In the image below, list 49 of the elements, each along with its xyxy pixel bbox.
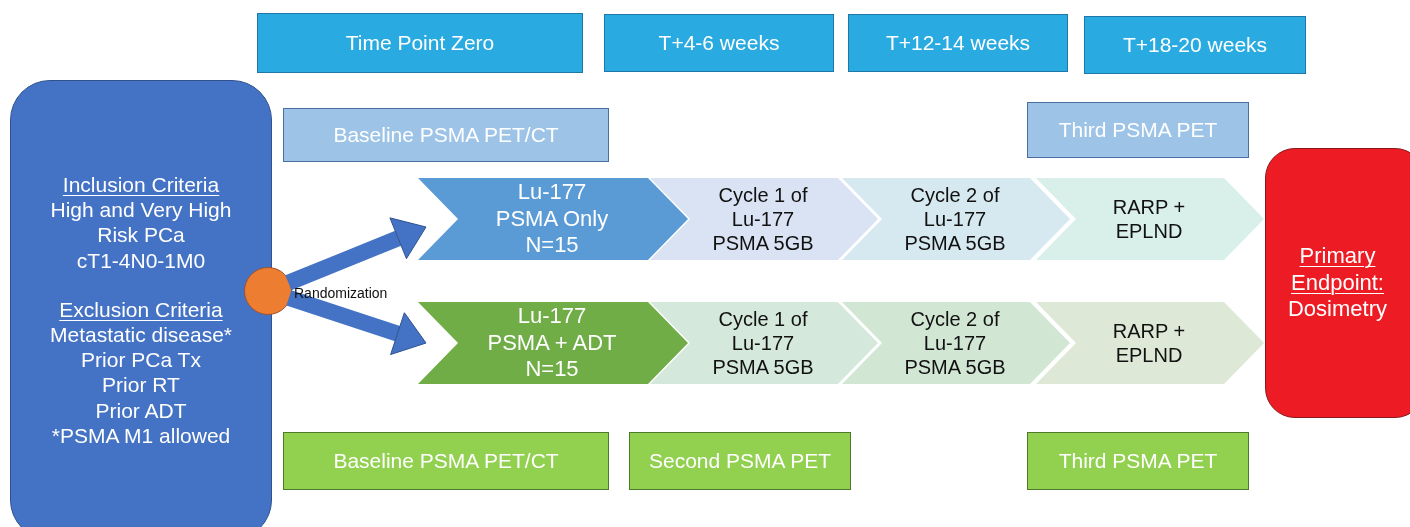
chevron-step bbox=[842, 302, 1070, 384]
label-box bbox=[1027, 102, 1249, 158]
rounded-panel bbox=[1265, 148, 1410, 418]
node-text: RARP + EPLND bbox=[1111, 195, 1187, 243]
node-text: *PSMA M1 allowed bbox=[51, 422, 231, 448]
label-box bbox=[283, 432, 609, 490]
node-text: Lu-177 PSMA + ADT N=15 bbox=[486, 303, 618, 383]
node-text: Third PSMA PET bbox=[1058, 117, 1218, 143]
node-text: T+4-6 weeks bbox=[658, 30, 780, 56]
rounded-panel bbox=[10, 80, 272, 527]
chevron-step bbox=[1036, 302, 1264, 384]
node-text: Baseline PSMA PET/CT bbox=[333, 448, 559, 474]
label-box bbox=[848, 14, 1068, 72]
node-text: Cycle 1 of Lu-177 PSMA 5GB bbox=[711, 307, 815, 379]
chevron-step bbox=[418, 302, 688, 384]
node-text: Primary Endpoint: bbox=[1290, 243, 1385, 297]
node-text: Cycle 2 of Lu-177 PSMA 5GB bbox=[903, 183, 1007, 255]
node-text: Metastatic disease* bbox=[49, 322, 233, 348]
block-arrow bbox=[285, 217, 427, 291]
chevron-step bbox=[842, 178, 1070, 260]
label-box bbox=[257, 13, 583, 73]
node-text: Dosimetry bbox=[1288, 296, 1387, 323]
node-text: Prior RT bbox=[102, 372, 180, 398]
node-text: T+18-20 weeks bbox=[1122, 32, 1268, 58]
node-text: Lu-177 PSMA Only N=15 bbox=[494, 179, 610, 259]
node-text: Prior ADT bbox=[95, 397, 187, 423]
beside-label: Randomization bbox=[294, 285, 388, 301]
node-text: Cycle 2 of Lu-177 PSMA 5GB bbox=[903, 307, 1007, 379]
chevron-step bbox=[650, 302, 878, 384]
label-box bbox=[283, 108, 609, 162]
node-text: Baseline PSMA PET/CT bbox=[333, 122, 559, 148]
label-box bbox=[604, 14, 834, 72]
node-text: Inclusion Criteria bbox=[62, 172, 220, 198]
node-text: T+12-14 weeks bbox=[885, 30, 1031, 56]
label-box bbox=[629, 432, 851, 490]
node-text: Prior PCa Tx bbox=[81, 347, 201, 373]
node-text: cT1-4N0-1M0 bbox=[76, 247, 206, 273]
node-text: Cycle 1 of Lu-177 PSMA 5GB bbox=[711, 183, 815, 255]
block-arrow bbox=[286, 290, 427, 355]
label-box bbox=[1084, 16, 1306, 74]
node-text: Exclusion Criteria bbox=[59, 296, 223, 322]
node-text: RARP + EPLND bbox=[1111, 319, 1187, 367]
chevron-step bbox=[418, 178, 688, 260]
chevron-step bbox=[650, 178, 878, 260]
label-box bbox=[1027, 432, 1249, 490]
chevron-step bbox=[1036, 178, 1264, 260]
node-text: Time Point Zero bbox=[345, 30, 495, 56]
node-text: Third PSMA PET bbox=[1058, 448, 1218, 474]
node-text: Second PSMA PET bbox=[648, 448, 832, 474]
